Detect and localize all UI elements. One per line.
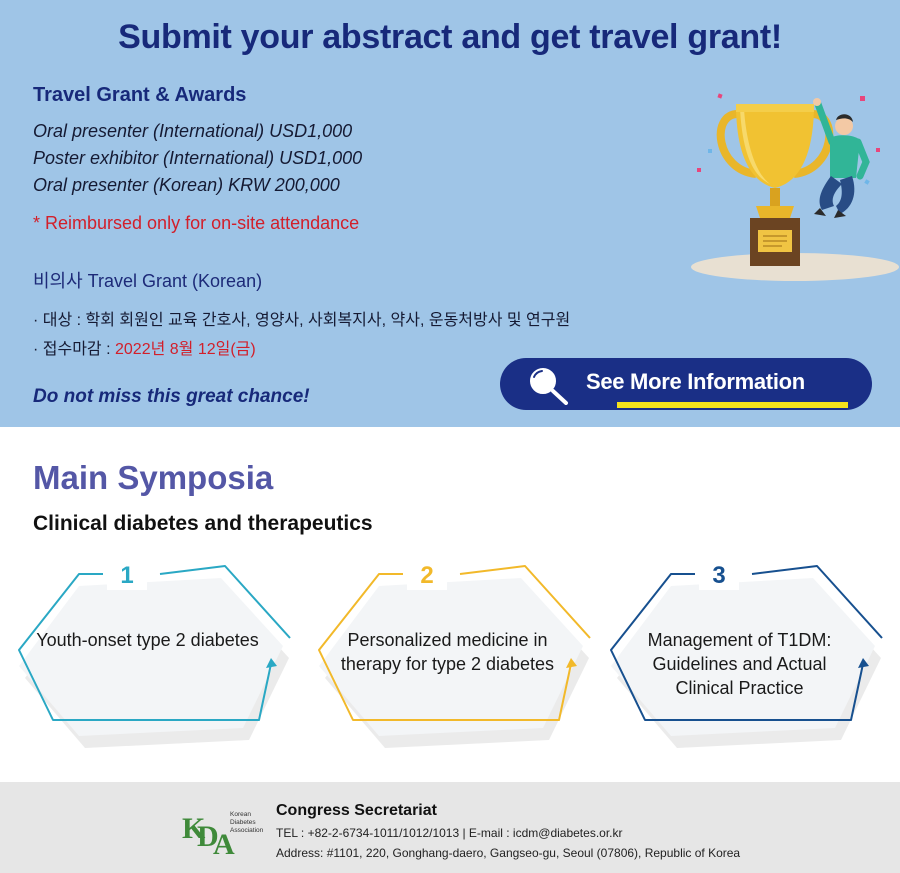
trophy-illustration (691, 93, 899, 281)
svg-text:A: A (213, 828, 235, 856)
grant-list: Oral presenter (International) USD1,000 … (33, 120, 362, 201)
svg-text:D: D (197, 820, 219, 853)
symposium-card-1[interactable]: 1 Youth-onset type 2 diabetes (15, 560, 305, 760)
svg-text:Korean: Korean (230, 811, 251, 818)
korean-grant-heading: 비의사 Travel Grant (Korean) (33, 271, 263, 291)
travel-grant-heading: Travel Grant & Awards (33, 84, 247, 106)
target-line: · 대상 : 학회 회원인 교육 간호사, 영양사, 사회복지사, 약사, 운동… (33, 312, 571, 329)
secretariat-heading: Congress Secretariat (276, 802, 437, 819)
deadline-line: · 접수마감 : 2022년 8월 12일(금) (33, 340, 570, 369)
symposium-card-3[interactable]: 3 Management of T1DM: Guidelines and Act… (607, 560, 897, 760)
deadline-label: · 접수마감 : (33, 341, 115, 358)
label-underline (617, 402, 848, 408)
grant-item: Poster exhibitor (International) USD1,00… (33, 148, 363, 168)
address-line: Address: #1101, 220, Gonghang-daero, Gan… (276, 846, 741, 860)
kda-logo: K D A Korean Diabetes Association (182, 811, 264, 856)
see-more-label: See More Information (586, 369, 805, 394)
footer: K D A Korean Diabetes Association Congre… (0, 782, 900, 873)
grant-item: Oral presenter (International) USD1,000 (33, 121, 353, 141)
deadline-date: 2022년 8월 12일(금) (115, 341, 256, 358)
hexagon-frame (318, 565, 591, 748)
miss-chance-text: Do not miss this great chance! (33, 386, 310, 407)
banner-title: Submit your abstract and get travel gran… (118, 18, 782, 56)
korean-grant-details: · 대상 : 학회 회원인 교육 간호사, 영양사, 사회복지사, 약사, 운동… (33, 311, 570, 369)
symposia-subtitle: Clinical diabetes and therapeutics (33, 512, 373, 535)
card-title: Personalized medicine in therapy for typ… (340, 630, 555, 674)
hexagon-frame (610, 565, 883, 748)
travel-grant-banner: Submit your abstract and get travel gran… (0, 0, 900, 427)
see-more-information-button[interactable]: See More Information (500, 358, 872, 410)
card-number: 3 (699, 562, 739, 590)
contact-line: TEL : +82-2-6734-1011/1012/1013 | E-mail… (276, 826, 623, 840)
symposium-card-2[interactable]: 2 Personalized medicine in therapy for t… (315, 560, 605, 760)
hexagon-frame (18, 565, 291, 748)
magnifier-icon (528, 366, 568, 405)
reimbursed-note: * Reimbursed only for on-site attendance (33, 213, 360, 233)
svg-text:K: K (182, 812, 206, 845)
card-title: Youth-onset type 2 diabetes (36, 630, 259, 650)
main-symposia-title: Main Symposia (33, 459, 274, 496)
svg-text:Association: Association (230, 827, 264, 834)
card-number: 2 (407, 562, 447, 590)
svg-text:Diabetes: Diabetes (230, 819, 256, 826)
card-number: 1 (107, 562, 147, 590)
card-title: Management of T1DM: Guidelines and Actua… (647, 630, 832, 698)
grant-item: Oral presenter (Korean) KRW 200,000 (33, 175, 340, 195)
